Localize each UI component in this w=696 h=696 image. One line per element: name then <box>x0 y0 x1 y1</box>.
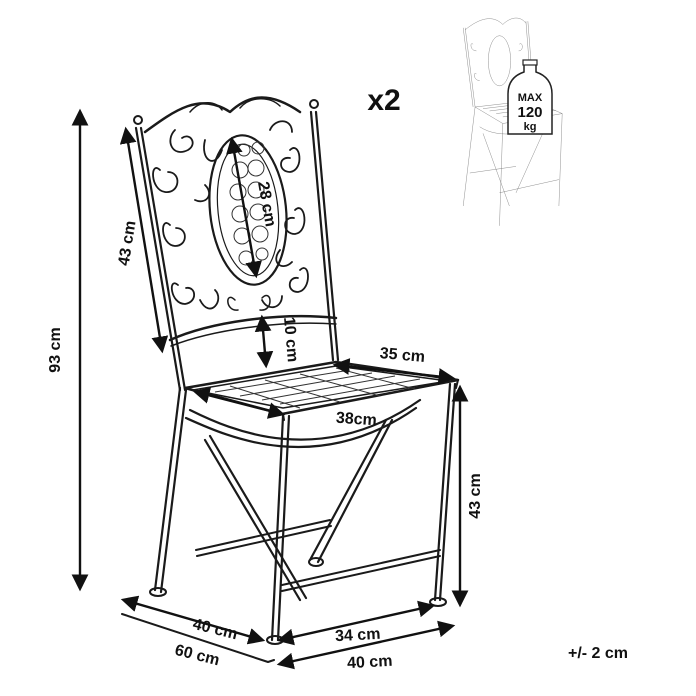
arrow-seat-depth <box>120 595 266 645</box>
max-load-line1: MAX <box>518 92 543 104</box>
load-chair-thumbnail <box>463 17 563 226</box>
arrow-total-width <box>276 620 456 670</box>
max-load-line3: kg <box>524 121 537 133</box>
chair-illustration <box>133 96 460 645</box>
label-seat-front-width: 38cm <box>335 410 377 430</box>
label-total-depth: 60 cm <box>173 642 221 669</box>
label-total-height: 93 cm <box>47 327 64 372</box>
label-seat-back-width: 35 cm <box>379 345 426 366</box>
arrow-seat-front-width <box>192 387 286 419</box>
max-load-line2: 120 <box>517 104 542 121</box>
label-backrest-gap: 10 cm <box>280 316 301 363</box>
max-load-weight-icon: MAX 120 kg <box>507 59 553 135</box>
label-total-width: 40 cm <box>347 653 393 672</box>
arrow-backrest-gap <box>254 314 274 369</box>
dimension-arrows <box>71 108 469 670</box>
label-backrest-height: 43 cm <box>116 220 140 267</box>
quantity-label: x2 <box>367 84 400 117</box>
tolerance-note: +/- 2 cm <box>568 645 628 662</box>
arrow-medallion-height <box>226 136 262 279</box>
label-leg-inner-width: 34 cm <box>335 626 381 645</box>
arrow-backrest-height <box>119 126 169 354</box>
bracket-total-depth <box>121 613 275 663</box>
label-seat-height: 43 cm <box>467 473 484 518</box>
arrow-seat-back-width <box>332 358 456 385</box>
